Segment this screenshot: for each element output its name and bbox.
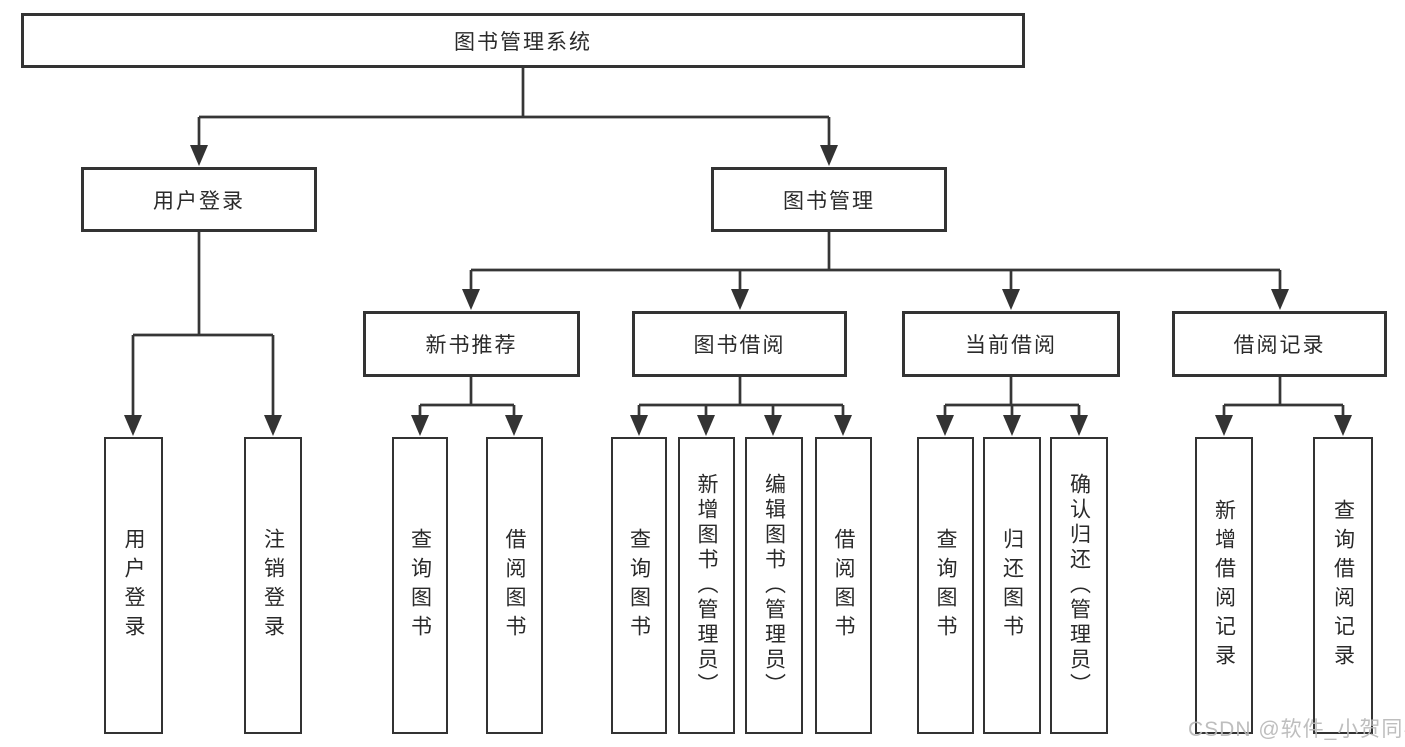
leaf-recommend-query-book-label: 查询图书: [408, 527, 432, 644]
leaf-recommend-borrow-book-label: 借阅图书: [503, 527, 526, 644]
arrowheads: [124, 145, 1352, 436]
node-current-borrow-label: 当前借阅: [965, 334, 1057, 357]
leaf-confirm-return-admin-label: 确认归还（管理员）: [1067, 473, 1091, 698]
leaf-current-query-book: 查询图书: [917, 437, 974, 734]
leaf-user-login: 用户登录: [104, 437, 163, 734]
node-borrow-records: 借阅记录: [1172, 311, 1387, 377]
node-borrow-records-label: 借阅记录: [1233, 334, 1326, 357]
node-root: 图书管理系统: [21, 13, 1025, 68]
node-new-book-recommend: 新书推荐: [363, 311, 580, 377]
leaf-add-borrow-record: 新增借阅记录: [1195, 437, 1253, 734]
leaf-logout-label: 注销登录: [261, 527, 285, 644]
leaf-add-borrow-record-label: 新增借阅记录: [1212, 498, 1236, 673]
leaf-recommend-borrow-book: 借阅图书: [486, 437, 543, 734]
tree-edges: [131, 68, 1345, 420]
leaf-logout: 注销登录: [244, 437, 302, 734]
leaf-user-login-label: 用户登录: [122, 527, 145, 644]
node-root-label: 图书管理系统: [454, 30, 592, 54]
node-new-book-recommend-label: 新书推荐: [425, 334, 518, 357]
leaf-add-book-admin-label: 新增图书（管理员）: [695, 473, 718, 698]
leaf-query-borrow-record: 查询借阅记录: [1313, 437, 1373, 734]
node-current-borrow: 当前借阅: [902, 311, 1120, 377]
leaf-confirm-return-admin: 确认归还（管理员）: [1050, 437, 1108, 734]
leaf-borrow-query-book: 查询图书: [611, 437, 667, 734]
leaf-current-query-book-label: 查询图书: [934, 527, 957, 644]
leaf-edit-book-admin: 编辑图书（管理员）: [745, 437, 803, 734]
node-book-management: 图书管理: [711, 167, 947, 232]
leaf-return-book: 归还图书: [983, 437, 1041, 734]
node-book-management-label: 图书管理: [783, 189, 875, 213]
leaf-recommend-query-book: 查询图书: [392, 437, 448, 734]
node-book-borrow: 图书借阅: [632, 311, 847, 377]
watermark: CSDN @软件_小贺同学: [1188, 718, 1405, 741]
leaf-edit-book-admin-label: 编辑图书（管理员）: [762, 473, 786, 698]
leaf-add-book-admin: 新增图书（管理员）: [678, 437, 735, 734]
node-book-borrow-label: 图书借阅: [693, 334, 786, 357]
node-user-login-label: 用户登录: [153, 189, 245, 213]
leaf-borrow-query-book-label: 查询图书: [627, 527, 651, 644]
leaf-query-borrow-record-label: 查询借阅记录: [1331, 498, 1355, 673]
leaf-borrow-book-label: 借阅图书: [832, 527, 855, 644]
leaf-return-book-label: 归还图书: [1000, 527, 1024, 644]
node-user-login: 用户登录: [81, 167, 317, 232]
leaf-borrow-book: 借阅图书: [815, 437, 872, 734]
